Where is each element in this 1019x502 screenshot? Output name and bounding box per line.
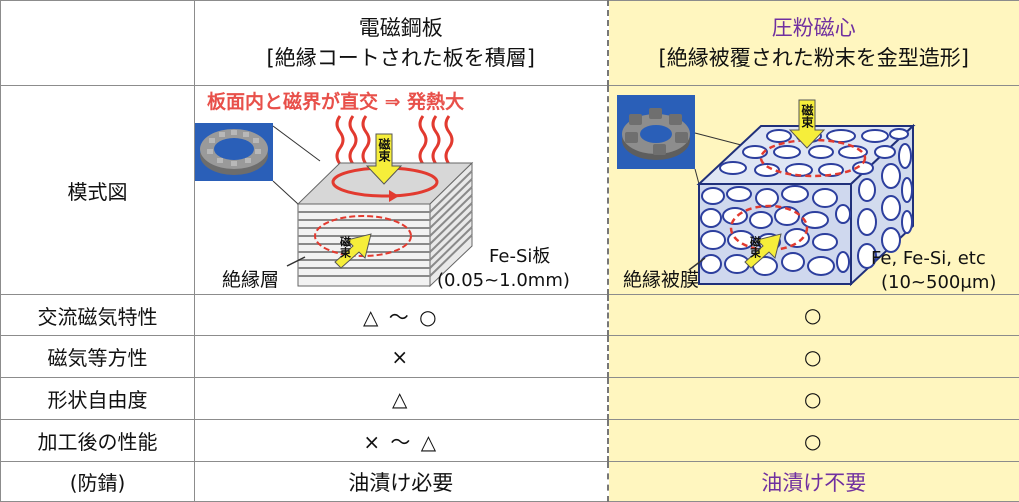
flux-label-top: 磁束 [377, 137, 391, 163]
laminated-steel-diagram: 板面内と磁界が直交 ⇒ 発熱大 [195, 87, 607, 294]
thickness-label: (0.05~1.0mm) [437, 270, 570, 291]
cell-electrical-steel: × ～ △ [194, 419, 608, 462]
flux-arrow-top-icon [788, 99, 825, 149]
insulation-coating-label: 絶縁被膜 [623, 269, 699, 291]
flux-arrow-top-icon [365, 133, 403, 185]
powder-particle-cube [695, 123, 916, 287]
cell-electrical-steel: × [194, 335, 608, 378]
table-row: 交流磁気特性 △ ～ ○ ○ [0, 294, 1019, 336]
cell-powder-core: 油漬け不要 [606, 461, 1019, 502]
row-label: 加工後の性能 [0, 419, 195, 462]
table-row: 形状自由度 △ ○ [0, 377, 1019, 420]
header-col2-sub: [絶縁被覆された粉末を金型造形] [658, 46, 969, 70]
flux-arrow-side-icon [743, 233, 782, 269]
powder-core-diagram: 磁束 磁束 絶縁被膜 Fe, Fe-Si, etc (10~500μm) [610, 87, 1019, 294]
cell-powder-core: ○ [606, 335, 1019, 378]
flux-arrow-side-icon [334, 233, 372, 269]
flux-label-side: 磁束 [339, 235, 352, 259]
table-row: 磁気等方性 × ○ [0, 335, 1019, 378]
cell-powder-core: ○ [606, 294, 1019, 336]
cell-powder-core: ○ [606, 419, 1019, 462]
row-label-diagram: 模式図 [0, 85, 195, 295]
heat-waves-icon [335, 115, 454, 165]
cell-electrical-steel: △ [194, 377, 608, 420]
header-col2-title: 圧粉磁心 [771, 16, 856, 40]
powder-core-photo [616, 95, 695, 169]
insulation-layer-label: 絶縁層 [222, 269, 279, 291]
flux-label-side: 磁束 [748, 235, 761, 259]
table-row: (防錆) 油漬け必要 油漬け不要 [0, 461, 1019, 502]
table-row: 加工後の性能 × ～ △ ○ [0, 419, 1019, 462]
powder-core-diagram-cell: 磁束 磁束 絶縁被膜 Fe, Fe-Si, etc (10~500μm) [606, 85, 1019, 295]
row-label: 交流磁気特性 [0, 294, 195, 336]
header-powder-core: 圧粉磁心 [絶縁被覆された粉末を金型造形] [606, 0, 1019, 86]
row-label: 形状自由度 [0, 377, 195, 420]
stator-core-photo [195, 123, 273, 181]
flux-label-top: 磁束 [800, 103, 814, 129]
row-label: (防錆) [0, 461, 195, 502]
header-col1-sub: [絶縁コートされた板を積層] [266, 46, 535, 70]
cell-electrical-steel: 油漬け必要 [194, 461, 608, 502]
warning-text: 板面内と磁界が直交 ⇒ 発熱大 [207, 90, 464, 113]
row-label: 磁気等方性 [0, 335, 195, 378]
header-electrical-steel: 電磁鋼板 [絶縁コートされた板を積層] [194, 0, 608, 86]
cell-electrical-steel: △ ～ ○ [194, 294, 608, 336]
laminated-steel-diagram-cell: 板面内と磁界が直交 ⇒ 発熱大 [194, 85, 608, 295]
cell-powder-core: ○ [606, 377, 1019, 420]
header-row: 電磁鋼板 [絶縁コートされた板を積層] 圧粉磁心 [絶縁被覆された粉末を金型造形… [0, 0, 1019, 86]
material-label: Fe, Fe-Si, etc [871, 248, 986, 269]
corner-cell [0, 0, 195, 86]
header-col1-title: 電磁鋼板 [358, 16, 443, 40]
diagram-row: 模式図 板面内と磁界が直交 ⇒ 発熱大 [0, 85, 1019, 295]
material-label: Fe-Si板 [489, 246, 550, 267]
particle-size-label: (10~500μm) [881, 272, 996, 293]
